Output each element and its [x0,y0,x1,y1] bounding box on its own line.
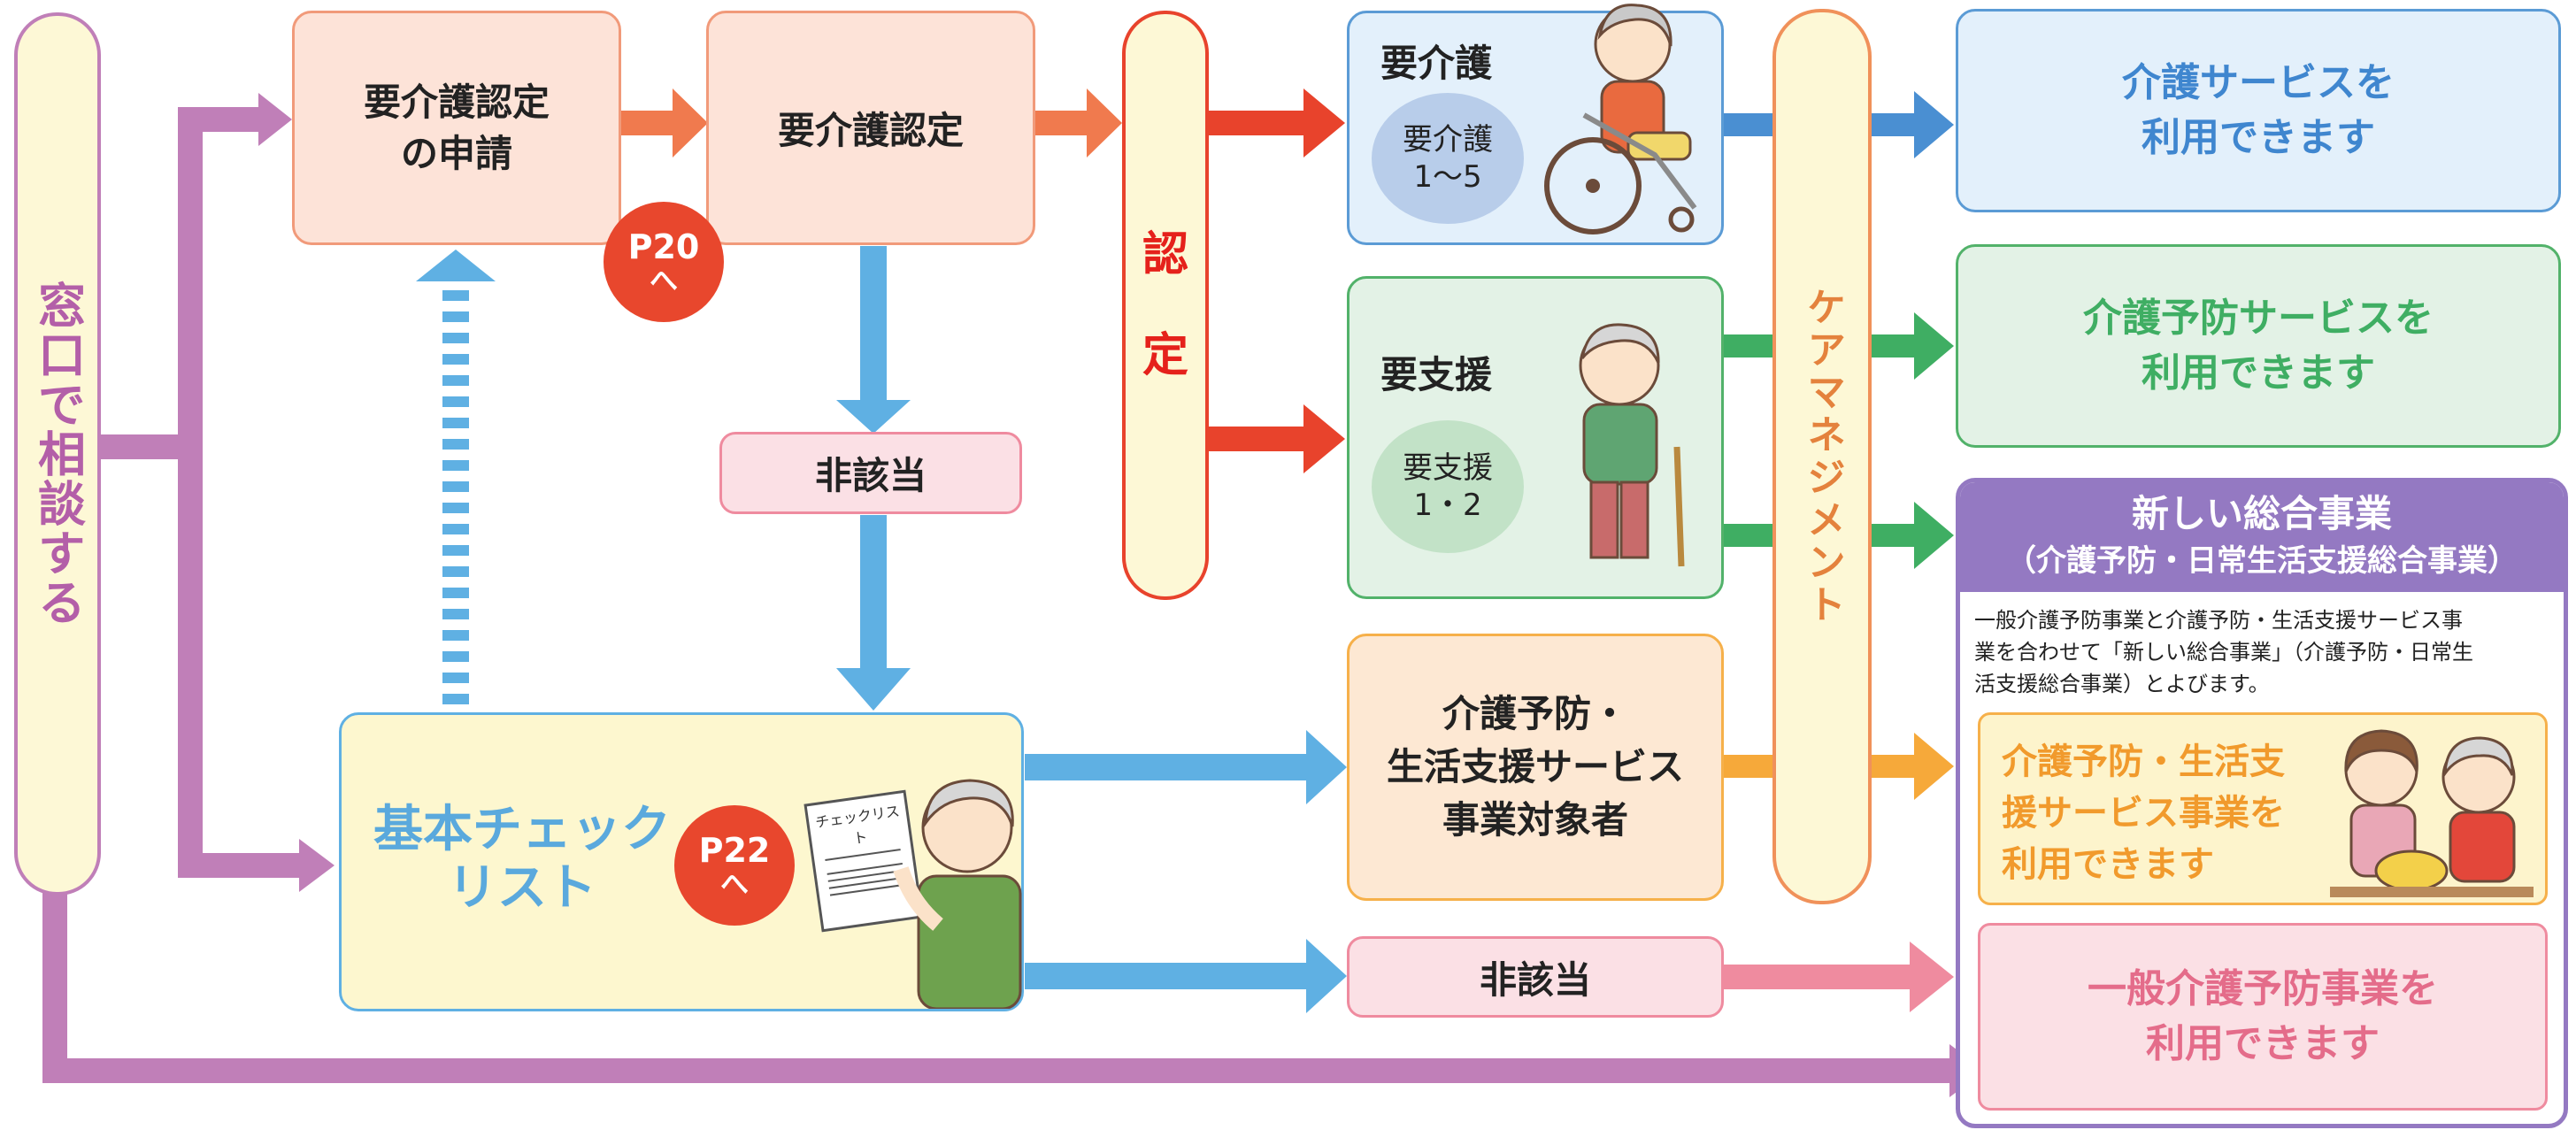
support-to-prevention-arrow [1721,312,1954,380]
not-applicable-bottom-box: 非該当 [1347,936,1724,1018]
nintei-to-support-arrow [1208,404,1345,473]
result-care-line2: 利用できます [2142,115,2375,160]
nintei-char2: 定 [1142,329,1188,382]
care-needed-title: 要介護 [1380,42,1493,85]
p20-page-badge[interactable]: P20 へ [604,202,724,322]
service-text: 介護予防・生活支 援サービス事業を 利用できます [2002,736,2285,890]
care-management-box: ケアマネジメント [1772,9,1872,904]
new-program-header: 新しい総合事業 （介護予防・日常生活支援総合事業） [1960,482,2564,592]
new-program-title: 新しい総合事業 [2131,492,2392,535]
general-program-box: 一般介護予防事業を 利用できます [1978,923,2548,1111]
certification-label: 要介護認定 [777,109,964,152]
p22-page: P22 [698,831,771,870]
p22-page-badge[interactable]: P22 へ [674,805,795,926]
arrowhead-to-checklist [299,839,334,892]
checklist-to-not-applicable-arrow [1025,939,1347,1013]
not-applicable-to-checklist-arrow [836,515,911,711]
certification-to-not-applicable-arrow [836,246,911,434]
care-needed-oval: 要介護 1〜5 [1372,93,1524,224]
support-needed-oval-line2: 1・2 [1413,488,1482,523]
target-line2: 生活支援サービス [1386,745,1684,788]
support-needed-oval-line1: 要支援 [1403,450,1493,486]
application-line1: 要介護認定 [363,80,550,124]
certification-box: 要介護認定 [706,11,1035,245]
p20-page: P20 [627,227,700,266]
not-applicable-to-general-arrow [1721,942,1954,1012]
application-to-certification-arrow [619,88,708,158]
certification-to-nintei-arrow [1035,88,1122,158]
not-applicable-top-label: 非該当 [814,454,927,497]
checklist-to-application-dotted-arrow [416,250,496,704]
care-needed-oval-line2: 1〜5 [1413,159,1482,195]
result-prevention-line1: 介護予防サービスを [2083,296,2434,341]
support-to-new-program-arrow [1721,502,1954,569]
wheelchair-elder-figure [1544,4,1697,234]
result-care-box: 介護サービスを 利用できます [1956,9,2561,212]
target-to-service-arrow [1721,733,1954,800]
application-line2: の申請 [400,131,512,175]
target-box: 介護予防・ 生活支援サービス 事業対象者 [1347,634,1724,901]
cane-elder-figure [1579,323,1685,567]
consult-label: 窓口で相談する [29,281,86,627]
care-needed-oval-line1: 要介護 [1403,122,1493,158]
support-needed-title: 要支援 [1380,353,1493,396]
p22-suffix: へ [719,867,749,901]
checklist-title: 基本チェック リスト [358,801,686,918]
result-prevention-line2: 利用できます [2142,350,2375,396]
service-box: 介護予防・生活支 援サービス事業を 利用できます [1978,712,2548,905]
service-line2: 援サービス事業を [2002,793,2285,834]
new-program-desc-line2: 業を合わせて「新しい総合事業」（介護予防・日常生 [1974,640,2473,665]
service-line1: 介護予防・生活支 [2002,742,2285,782]
result-prevention-box: 介護予防サービスを 利用できます [1956,244,2561,448]
target-line1: 介護予防・ [1442,692,1628,735]
nintei-char1: 認 [1142,228,1188,281]
p20-suffix: へ [649,264,678,297]
consult-box: 窓口で相談する [14,12,101,896]
not-applicable-top-box: 非該当 [719,432,1022,514]
care-management-label: ケアマネジメント [1800,287,1845,626]
new-program-desc-line1: 一般介護予防事業と介護予防・生活支援サービス事 [1974,608,2463,633]
checklist-line2: リスト [448,859,596,917]
not-applicable-bottom-label: 非該当 [1479,957,1591,1002]
general-program-line2: 利用できます [2146,1021,2380,1066]
consult-connectors [42,107,1956,1083]
new-program-subtitle: （介護予防・日常生活支援総合事業） [2006,543,2518,579]
checklist-line1: 基本チェック [373,801,671,858]
support-needed-oval: 要支援 1・2 [1372,420,1524,553]
new-program-description: 一般介護予防事業と介護予防・生活支援サービス事 業を合わせて「新しい総合事業」（… [1960,592,2564,700]
new-program-desc-line3: 活支援総合事業）とよびます。 [1974,672,2270,696]
service-line3: 利用できます [2002,844,2214,885]
cooking-elders-figure [2330,729,2534,897]
application-box: 要介護認定 の申請 [292,11,621,245]
care-to-result-arrow [1721,91,1954,158]
arrowhead-to-application [258,93,292,146]
nintei-box: 認 定 [1122,11,1209,600]
result-care-line1: 介護サービスを [2122,60,2395,105]
nintei-to-care-arrow [1208,88,1345,158]
target-line3: 事業対象者 [1442,798,1628,842]
checklist-elder-figure [893,779,1022,1009]
checklist-to-target-arrow [1025,730,1347,804]
general-program-line1: 一般介護予防事業を [2088,966,2438,1011]
